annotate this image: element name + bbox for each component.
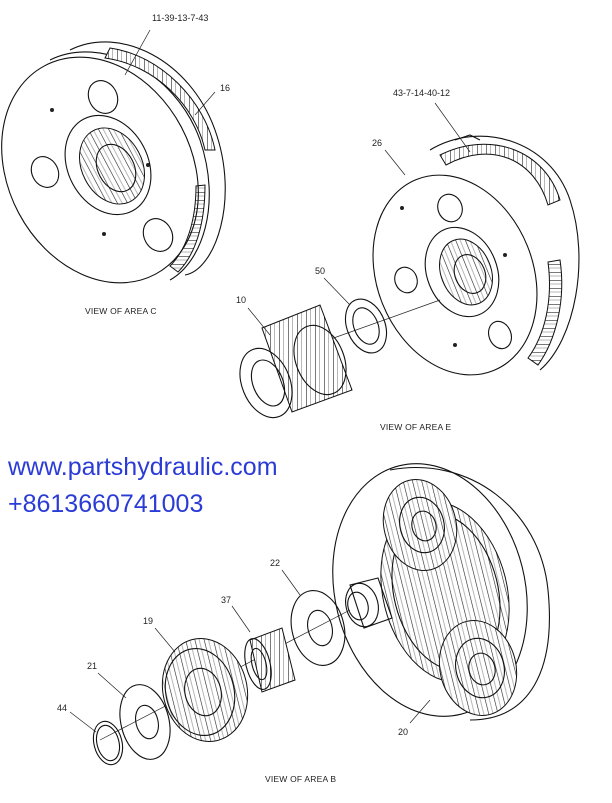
ring-gear-b-assembly — [92, 463, 550, 766]
callout-26: 26 — [372, 138, 382, 148]
leader-lines — [69, 29, 471, 733]
callout-16: 16 — [220, 83, 230, 93]
callout-21: 21 — [87, 661, 97, 671]
callout-19: 19 — [143, 616, 153, 626]
callout-22: 22 — [270, 558, 280, 568]
caption-view-b: VIEW OF AREA B — [265, 774, 336, 784]
callout-20: 20 — [398, 727, 408, 737]
watermark-phone: +8613660741003 — [8, 490, 204, 518]
callout-37: 37 — [221, 595, 231, 605]
callout-50: 50 — [315, 266, 325, 276]
carrier-e-assembly — [239, 134, 580, 419]
caption-view-e: VIEW OF AREA E — [380, 422, 451, 432]
watermark-website: www.partshydraulic.com — [8, 453, 278, 481]
callout-11-39-13-7-43: 11-39-13-7-43 — [152, 13, 208, 23]
caption-view-c: VIEW OF AREA C — [85, 306, 157, 316]
callout-44: 44 — [57, 703, 67, 713]
callout-10: 10 — [236, 295, 246, 305]
carrier-c-assembly — [1, 41, 226, 284]
callout-43-7-14-40-12: 43-7-14-40-12 — [393, 88, 450, 98]
